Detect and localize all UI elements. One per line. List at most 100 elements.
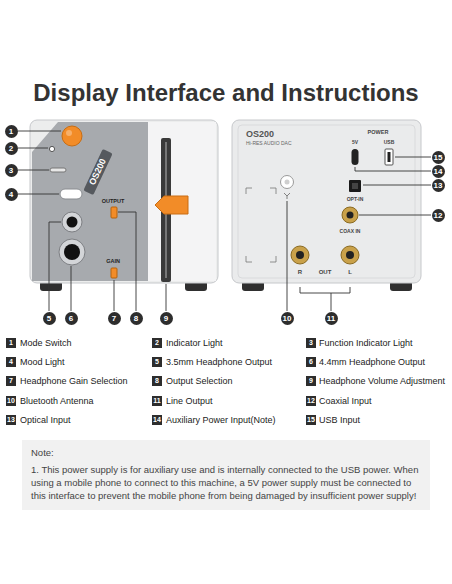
jack-ring bbox=[62, 212, 82, 232]
coax-hole bbox=[347, 212, 354, 219]
brand-logo: OS200 bbox=[246, 130, 274, 139]
part-name: 4.4mm Headphone Output bbox=[319, 356, 425, 368]
note-box: Note: 1. This power supply is for auxilia… bbox=[22, 440, 430, 510]
coax-jack bbox=[342, 207, 358, 223]
leader-line bbox=[359, 215, 431, 216]
part-name: Mood Light bbox=[20, 356, 65, 368]
device-side bbox=[148, 122, 216, 281]
leader-line bbox=[300, 287, 350, 311]
back-device bbox=[232, 120, 421, 291]
leader-line bbox=[395, 157, 431, 158]
legend-number: 9 bbox=[306, 376, 316, 386]
jack-hole bbox=[64, 244, 80, 260]
usb-port-tongue bbox=[388, 152, 391, 162]
legend-number: 12 bbox=[306, 396, 316, 406]
part-name: Auxiliary Power Input(Note) bbox=[166, 414, 276, 426]
leader-line bbox=[18, 194, 59, 195]
legend-number: 4 bbox=[6, 357, 16, 367]
part-name: Coaxial Input bbox=[319, 395, 372, 407]
leader-line bbox=[49, 222, 61, 311]
callout-number: 1 bbox=[5, 125, 18, 138]
optical-port bbox=[349, 180, 361, 192]
function-light bbox=[50, 168, 66, 172]
callout-number: 5 bbox=[43, 312, 56, 325]
callout-number: 4 bbox=[5, 188, 18, 201]
output-switch bbox=[111, 207, 117, 218]
leader-line bbox=[71, 266, 72, 311]
legend-number: 5 bbox=[152, 357, 162, 367]
model-text: Hi-RES AUDIO DAC bbox=[246, 141, 292, 146]
leader-line bbox=[118, 212, 136, 311]
callout-number: 11 bbox=[325, 312, 338, 325]
logo-band bbox=[83, 149, 112, 195]
jack-ring bbox=[59, 239, 85, 265]
switch-label: GAIN bbox=[106, 259, 120, 265]
legend-number: 11 bbox=[152, 396, 162, 406]
volume-slider bbox=[155, 196, 188, 214]
part-name: Line Output bbox=[166, 395, 213, 407]
part-name: Optical Input bbox=[20, 414, 71, 426]
rca-jack bbox=[291, 246, 309, 264]
port-label: POWER bbox=[368, 130, 389, 136]
legend-number: 1 bbox=[6, 338, 16, 348]
callout-number: 12 bbox=[432, 209, 445, 222]
leader-line bbox=[18, 131, 61, 132]
leader-line bbox=[114, 280, 115, 311]
part-name: Headphone Gain Selection bbox=[20, 375, 128, 387]
legend-number: 13 bbox=[6, 415, 16, 425]
callout-number: 10 bbox=[281, 312, 294, 325]
antenna-center bbox=[285, 180, 290, 185]
legend-number: 8 bbox=[152, 376, 162, 386]
callout-number: 9 bbox=[160, 312, 173, 325]
antenna-base bbox=[281, 176, 294, 189]
port-label: COAX IN bbox=[340, 229, 361, 234]
device-body bbox=[30, 120, 218, 283]
leader-line bbox=[18, 170, 49, 171]
port-label: OPT-IN bbox=[347, 197, 364, 202]
corner-marks bbox=[246, 188, 276, 262]
indicator-light bbox=[49, 146, 54, 151]
part-name: Mode Switch bbox=[20, 337, 72, 349]
usb-port bbox=[385, 149, 393, 165]
callout-number: 3 bbox=[5, 164, 18, 177]
callout-number: 6 bbox=[65, 312, 78, 325]
callout-number: 8 bbox=[130, 312, 143, 325]
callout-number: 14 bbox=[432, 165, 445, 178]
leader-line bbox=[363, 185, 431, 186]
note-heading: Note: bbox=[31, 446, 421, 459]
switch-label: OUTPUT bbox=[102, 199, 125, 205]
leader-line bbox=[166, 284, 167, 311]
legend-number: 3 bbox=[306, 338, 316, 348]
front-device bbox=[30, 120, 218, 291]
rca-hole bbox=[346, 251, 354, 259]
legend-number: 15 bbox=[306, 415, 316, 425]
mood-light bbox=[60, 189, 82, 199]
part-name: Function Indicator Light bbox=[319, 337, 413, 349]
part-name: Headphone Volume Adjustment bbox=[319, 375, 445, 387]
part-name: Indicator Light bbox=[166, 337, 223, 349]
port-label: R bbox=[298, 269, 302, 275]
part-name: 3.5mm Headphone Output bbox=[166, 356, 272, 368]
port-label: OUT bbox=[319, 269, 332, 275]
note-text: 1. This power supply is for auxiliary us… bbox=[31, 463, 421, 502]
port-label: 5V bbox=[352, 140, 358, 145]
leader-line bbox=[287, 201, 288, 311]
device-body bbox=[232, 120, 421, 283]
part-name: Output Selection bbox=[166, 375, 233, 387]
legend-number: 14 bbox=[152, 415, 162, 425]
leader-line bbox=[355, 167, 431, 171]
leader-line bbox=[18, 148, 48, 149]
part-name: Bluetooth Antenna bbox=[20, 395, 94, 407]
back-plate bbox=[238, 125, 415, 278]
antenna-symbol bbox=[284, 193, 290, 199]
legend-number: 2 bbox=[152, 338, 162, 348]
usb-c-port bbox=[352, 149, 359, 165]
rca-hole bbox=[296, 251, 304, 259]
mode-knob bbox=[62, 126, 82, 146]
jack-hole bbox=[67, 217, 78, 228]
callout-number: 2 bbox=[5, 142, 18, 155]
rca-jack bbox=[341, 246, 359, 264]
part-name: USB Input bbox=[319, 414, 360, 426]
callout-number: 13 bbox=[432, 179, 445, 192]
